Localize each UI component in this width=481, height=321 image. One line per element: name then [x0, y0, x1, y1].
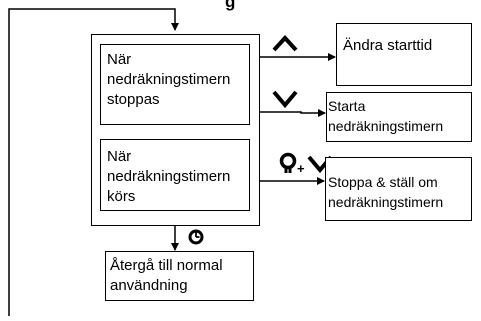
chevron-up-icon	[271, 34, 299, 54]
state-label-stopped: När nedräkningstimern stoppas	[107, 51, 231, 108]
state-box-stopped	[100, 44, 250, 125]
action-label-stop-reset: Stoppa & ställ om nedräkningstimern	[328, 174, 444, 210]
light-bulb-icon	[278, 152, 298, 176]
cropped-title-fragment: g	[225, 0, 236, 11]
chevron-down-icon	[271, 88, 299, 110]
action-box-change-start	[336, 23, 472, 86]
action-label-start-timer: Starta nedräkningstimern	[328, 98, 444, 134]
state-label-running: När nedräkningstimern körs	[107, 148, 231, 205]
loop-back-line	[8, 8, 179, 316]
action-label-change-start: Ändra starttid	[343, 37, 433, 54]
plus-sign: +	[297, 161, 305, 176]
arrow-to-start-timer	[249, 109, 326, 117]
action-box-start-timer	[326, 92, 472, 142]
action-box-stop-reset	[325, 157, 472, 221]
mode-dial-icon	[187, 228, 205, 246]
action-label-return-normal: Återgå till normal användning	[110, 257, 223, 294]
state-box-running	[100, 139, 250, 211]
action-box-return-normal	[105, 251, 254, 301]
